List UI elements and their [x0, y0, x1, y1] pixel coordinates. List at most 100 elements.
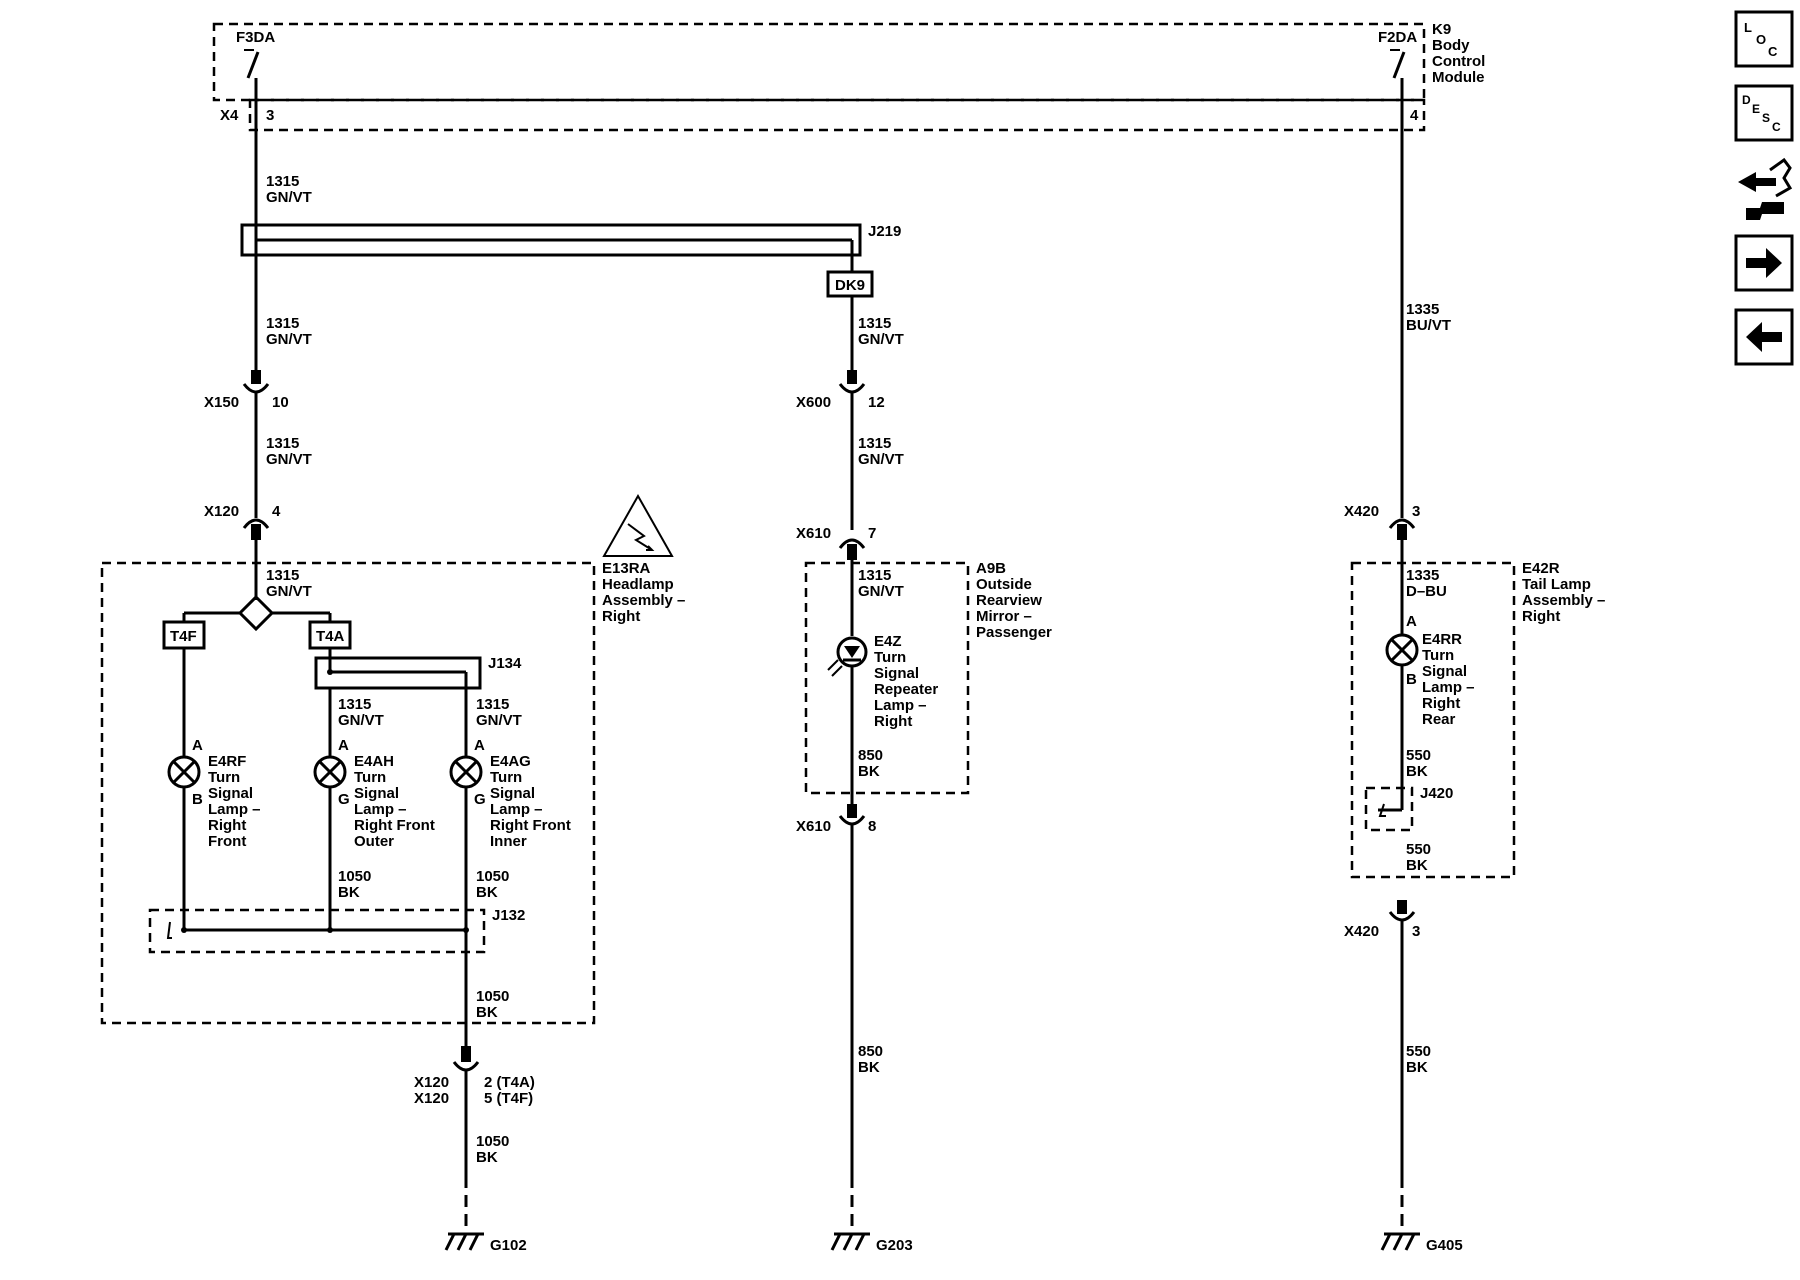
desc-icon[interactable]: D E S C	[1734, 84, 1794, 142]
splice-j134: J134	[314, 648, 522, 690]
svg-text:Rear: Rear	[1422, 711, 1456, 728]
svg-text:1315: 1315	[266, 315, 299, 332]
svg-text:A: A	[338, 737, 349, 754]
svg-text:E4Z: E4Z	[874, 633, 902, 650]
connector-label: X120	[204, 503, 239, 520]
fuse-f3da: F3DA	[236, 29, 275, 130]
svg-text:S: S	[1762, 111, 1770, 125]
next-arrow-icon[interactable]	[1734, 234, 1794, 292]
svg-text:L: L	[1744, 20, 1752, 35]
connector-x610-top: X610 7	[796, 525, 876, 560]
esd-warning-icon	[602, 493, 674, 557]
svg-text:BK: BK	[338, 884, 360, 901]
svg-text:GN/VT: GN/VT	[476, 712, 522, 729]
body-control-module: K9 Body Control Module	[212, 21, 1485, 132]
svg-text:Signal: Signal	[874, 665, 919, 682]
svg-text:B: B	[1406, 671, 1417, 688]
svg-text:550: 550	[1406, 1043, 1431, 1060]
svg-text:BK: BK	[858, 763, 880, 780]
svg-text:Lamp –: Lamp –	[1422, 679, 1475, 696]
connector-label: X120	[414, 1074, 449, 1091]
fuse-f2da: F2DA	[1378, 29, 1417, 130]
lamp-e4rf: A B E4RF Turn Signal Lamp – Right Front	[167, 737, 261, 850]
pin-label: 12	[868, 394, 885, 411]
ground-label: G405	[1426, 1237, 1463, 1254]
svg-text:1315: 1315	[476, 696, 509, 713]
previous-arrow-icon[interactable]	[1734, 308, 1794, 366]
svg-text:G: G	[474, 791, 486, 808]
svg-text:1050: 1050	[476, 1133, 509, 1150]
connector-label: X420	[1344, 503, 1379, 520]
svg-text:1315: 1315	[266, 567, 299, 584]
connector-x120-top: X120 4	[204, 503, 281, 540]
svg-text:GN/VT: GN/VT	[266, 451, 312, 468]
ground-label: G203	[876, 1237, 913, 1254]
svg-text:Lamp –: Lamp –	[874, 697, 927, 714]
svg-text:BK: BK	[476, 1149, 498, 1166]
pin-label: 7	[868, 525, 876, 542]
svg-text:A: A	[474, 737, 485, 754]
pin-label: 10	[272, 394, 289, 411]
tail-lamp-assembly-e42r: E42R Tail Lamp Assembly – Right	[1350, 560, 1605, 879]
svg-text:Turn: Turn	[490, 769, 522, 786]
module-name-line: Module	[1432, 69, 1485, 86]
svg-text:1315: 1315	[338, 696, 371, 713]
splice-label: J219	[868, 223, 901, 240]
svg-text:BK: BK	[858, 1059, 880, 1076]
svg-text:Lamp –: Lamp –	[354, 801, 407, 818]
svg-text:Outer: Outer	[354, 833, 394, 850]
svg-text:Signal: Signal	[490, 785, 535, 802]
svg-text:BK: BK	[1406, 763, 1428, 780]
tag-dk9: DK9	[826, 270, 874, 298]
svg-text:Front: Front	[208, 833, 246, 850]
svg-text:Headlamp: Headlamp	[602, 576, 674, 593]
connector-x420-bottom: X420 3	[1344, 900, 1420, 1176]
svg-text:Turn: Turn	[354, 769, 386, 786]
svg-text:850: 850	[858, 747, 883, 764]
connector-x120-bottom: X120 X120 2 (T4A) 5 (T4F)	[414, 1046, 535, 1176]
headlamp-assembly-e13ra: E13RA Headlamp Assembly – Right	[100, 493, 685, 1025]
pin-label: 3	[266, 107, 274, 124]
connector-label: X420	[1344, 923, 1379, 940]
connector-icon[interactable]	[1738, 157, 1793, 220]
svg-text:C: C	[1768, 44, 1778, 59]
wire-1315-left: 1315 GN/VT	[254, 130, 312, 376]
svg-text:D: D	[1742, 93, 1751, 107]
ground-g405: G405	[1380, 1232, 1463, 1254]
svg-text:D–BU: D–BU	[1406, 583, 1447, 600]
svg-text:GN/VT: GN/VT	[338, 712, 384, 729]
svg-text:B: B	[192, 791, 203, 808]
pin-label: 4	[272, 503, 281, 520]
loc-icon[interactable]: L O C	[1734, 10, 1794, 68]
ground-g102: G102	[444, 1232, 527, 1254]
module-name-line: Control	[1432, 53, 1485, 70]
svg-text:Mirror –: Mirror –	[976, 608, 1032, 625]
svg-text:Passenger: Passenger	[976, 624, 1052, 641]
lamp-e4z: E4Z Turn Signal Repeater Lamp – Right	[827, 633, 938, 730]
svg-text:BK: BK	[476, 1004, 498, 1021]
ground-g203: G203	[830, 1232, 913, 1254]
svg-text:Assembly –: Assembly –	[602, 592, 685, 609]
svg-text:Signal: Signal	[208, 785, 253, 802]
splice-j132: J132	[148, 907, 525, 954]
fuse-label: F3DA	[236, 29, 275, 46]
connector-x150: X150 10	[204, 370, 289, 518]
assembly-code: A9B	[976, 560, 1006, 577]
svg-text:Right Front: Right Front	[354, 817, 435, 834]
svg-text:E4RR: E4RR	[1422, 631, 1462, 648]
lamp-e4ah: A G E4AH Turn Signal Lamp – Right Front …	[313, 737, 435, 850]
mirror-assembly-a9b: A9B Outside Rearview Mirror – Passenger	[804, 560, 1052, 795]
module-name-line: Body	[1432, 37, 1470, 54]
connector-label: X150	[204, 394, 239, 411]
svg-text:550: 550	[1406, 747, 1431, 764]
svg-text:BK: BK	[1406, 857, 1428, 874]
svg-text:Repeater: Repeater	[874, 681, 938, 698]
svg-text:E: E	[1752, 102, 1760, 116]
svg-text:850: 850	[858, 1043, 883, 1060]
svg-text:1335: 1335	[1406, 301, 1439, 318]
svg-text:Turn: Turn	[874, 649, 906, 666]
connector-label: X4	[220, 107, 239, 124]
svg-text:BU/VT: BU/VT	[1406, 317, 1451, 334]
pin-label: 4	[1410, 107, 1419, 124]
svg-text:DK9: DK9	[835, 277, 865, 294]
